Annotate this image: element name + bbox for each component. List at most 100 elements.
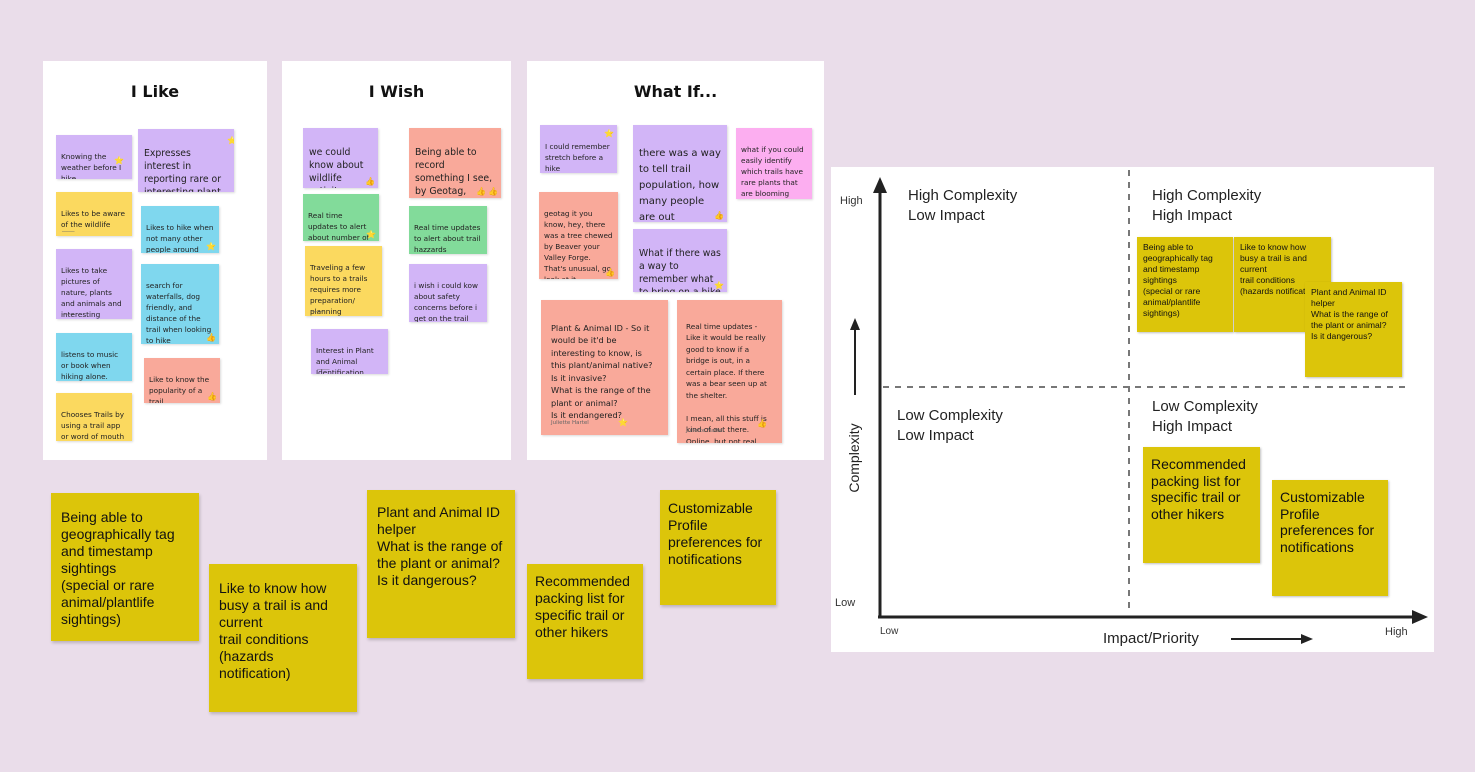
synth-note-packing-list[interactable]: Recommended packing list for specific tr… bbox=[527, 564, 643, 679]
sticky-note[interactable]: Chooses Trails by using a trail app or w… bbox=[56, 393, 132, 441]
y-axis-title: Complexity bbox=[846, 423, 862, 493]
sticky-note[interactable]: Traveling a few hours to a trails requir… bbox=[305, 246, 382, 316]
note-text: search for waterfalls, dog friendly, and… bbox=[146, 281, 212, 344]
note-reactions: ⭐ bbox=[618, 418, 628, 427]
note-reactions: ⭐ bbox=[114, 156, 124, 165]
note-signature: _____ bbox=[317, 364, 330, 370]
note-text: Likes to take pictures of nature, plants… bbox=[61, 266, 122, 319]
board-title: I Wish bbox=[368, 82, 425, 101]
note-text: I could remember stretch before a hike bbox=[545, 142, 610, 173]
note-signature: _____ bbox=[311, 306, 324, 312]
matrix-note-profile-prefs[interactable]: Customizable Profile preferences for not… bbox=[1272, 480, 1388, 596]
sticky-note[interactable]: What if there was a way to remember what… bbox=[633, 229, 727, 292]
sticky-note[interactable]: Expresses interest in reporting rare or … bbox=[138, 129, 234, 192]
y-axis-low-label: Low bbox=[835, 597, 856, 609]
star-icon: ⭐ bbox=[227, 136, 234, 145]
sticky-note[interactable]: there was a way to tell trail population… bbox=[633, 125, 727, 222]
matrix-note-plant-animal-id[interactable]: Plant and Animal ID helper What is the r… bbox=[1305, 282, 1402, 377]
x-axis-arrowhead bbox=[1412, 610, 1428, 624]
star-icon: ⭐ bbox=[604, 129, 614, 138]
star-icon: ⭐ bbox=[366, 230, 376, 239]
matrix-axes bbox=[850, 170, 1428, 644]
sticky-note[interactable]: Real time updates to alert about trail h… bbox=[409, 206, 487, 254]
note-text: Knowing the weather before I hike bbox=[61, 152, 122, 179]
sticky-note[interactable]: geotag it you know, hey, there was a tre… bbox=[539, 192, 618, 279]
sticky-note[interactable]: i wish i could kow about safety concerns… bbox=[409, 264, 487, 322]
note-text: what if you could easily identify which … bbox=[741, 145, 804, 198]
thumbs-up-icon: 👍 bbox=[206, 333, 216, 342]
synth-note-trail-busy[interactable]: Like to know how busy a trail is and cur… bbox=[209, 564, 357, 712]
sticky-note[interactable]: listens to music or book when hiking alo… bbox=[56, 333, 132, 381]
x-axis-high-label: High bbox=[1385, 626, 1408, 638]
sticky-note[interactable]: Likes to take pictures of nature, plants… bbox=[56, 249, 132, 319]
note-text: Traveling a few hours to a trails requir… bbox=[310, 263, 368, 316]
note-reactions: 👍 bbox=[714, 211, 724, 220]
sticky-note[interactable]: Like to know the popularity of a trail 👍 bbox=[144, 358, 220, 403]
board-title: What If... bbox=[633, 82, 718, 101]
note-text: Chooses Trails by using a trail app or w… bbox=[61, 410, 125, 441]
sticky-note[interactable]: I could remember stretch before a hike ⭐ bbox=[540, 125, 617, 173]
sticky-note[interactable]: search for waterfalls, dog friendly, and… bbox=[141, 264, 219, 344]
note-reactions: 👍👍 bbox=[476, 187, 498, 196]
board-i-wish: I Wish we could know about wildlife acti… bbox=[282, 61, 511, 460]
thumbs-up-icon: 👍 bbox=[207, 392, 217, 401]
y-axis-arrowhead bbox=[873, 177, 887, 193]
note-text: i wish i could kow about safety concerns… bbox=[414, 281, 478, 322]
thumbs-up-icon: 👍 bbox=[488, 187, 498, 196]
note-reactions: 👍 bbox=[207, 392, 217, 401]
sticky-note[interactable]: we could know about wildlife activity 👍 bbox=[303, 128, 378, 188]
y-axis-high-label: High bbox=[840, 195, 863, 207]
impact-arrow-head bbox=[1301, 634, 1313, 644]
board-title: I Like bbox=[130, 82, 180, 101]
note-reactions: ⭐ bbox=[366, 230, 376, 239]
sticky-note[interactable]: Real time updates to alert about number … bbox=[303, 194, 379, 241]
note-signature: Juliette Hartel bbox=[551, 420, 589, 426]
matrix-note-packing-list[interactable]: Recommended packing list for specific tr… bbox=[1143, 447, 1260, 563]
synth-note-plant-animal-id[interactable]: Plant and Animal ID helper What is the r… bbox=[367, 490, 515, 638]
thumbs-up-icon: 👍 bbox=[714, 211, 724, 220]
synth-note-geotag[interactable]: Being able to geographically tag and tim… bbox=[51, 493, 199, 641]
note-reactions: ⭐ bbox=[604, 129, 614, 138]
note-reactions: 👍 bbox=[365, 177, 375, 186]
note-text: Real time updates - Like it would be rea… bbox=[686, 321, 767, 444]
note-text: Expresses interest in reporting rare or … bbox=[144, 148, 222, 192]
sticky-note[interactable]: Knowing the weather before I hike ⭐ bbox=[56, 135, 132, 179]
quadrant-label-high-complexity-low-impact: High Complexity Low Impact bbox=[908, 187, 1018, 224]
sticky-note[interactable]: what if you could easily identify which … bbox=[736, 128, 812, 199]
sticky-note[interactable]: Likes to be aware of the wildlife _____ bbox=[56, 192, 132, 236]
note-reactions: 👍 bbox=[605, 268, 615, 277]
note-text: geotag it you know, hey, there was a tre… bbox=[544, 209, 613, 279]
note-text: we could know about wildlife activity bbox=[309, 147, 364, 188]
note-reactions: ⭐ bbox=[714, 281, 724, 290]
star-icon: ⭐ bbox=[714, 281, 724, 290]
note-text: Likes to hike when not many other people… bbox=[146, 223, 214, 253]
x-axis-low-label: Low bbox=[880, 626, 899, 637]
sticky-note[interactable]: Interest in Plant and Animal Identificat… bbox=[311, 329, 388, 374]
note-signature: Juliette Hartel bbox=[686, 428, 724, 434]
note-text: Real time updates to alert about trail h… bbox=[414, 223, 481, 254]
thumbs-up-icon: 👍 bbox=[757, 419, 767, 428]
sticky-note[interactable]: Real time updates - Like it would be rea… bbox=[677, 300, 782, 443]
matrix-note-geotag[interactable]: Being able to geographically tag and tim… bbox=[1137, 237, 1233, 332]
thumbs-up-icon: 👍 bbox=[605, 268, 615, 277]
sticky-note[interactable]: Plant & Animal ID - So it would be it'd … bbox=[541, 300, 668, 435]
quadrant-label-high-complexity-high-impact: High Complexity High Impact bbox=[1152, 187, 1262, 224]
quadrant-label-low-complexity-low-impact: Low Complexity Low Impact bbox=[897, 407, 1003, 444]
note-reactions: ⭐ bbox=[206, 242, 216, 251]
thumbs-up-icon: 👍 bbox=[365, 177, 375, 186]
board-i-like: I Like Knowing the weather before I hike… bbox=[43, 61, 267, 460]
note-text: What if there was a way to remember what… bbox=[639, 248, 721, 292]
complexity-arrow-head bbox=[850, 318, 860, 330]
star-icon: ⭐ bbox=[618, 418, 628, 427]
sticky-note[interactable]: Likes to hike when not many other people… bbox=[141, 206, 219, 253]
note-signature: _____ bbox=[62, 309, 75, 315]
star-icon: ⭐ bbox=[114, 156, 124, 165]
board-what-if: What If... I could remember stretch befo… bbox=[527, 61, 824, 460]
priority-matrix: High Low Low High Complexity Impact/Prio… bbox=[831, 167, 1434, 652]
synth-note-profile-prefs[interactable]: Customizable Profile preferences for not… bbox=[660, 490, 776, 605]
note-text: Interest in Plant and Animal Identificat… bbox=[316, 346, 374, 374]
note-text: Like to know the popularity of a trail bbox=[149, 375, 210, 403]
note-reactions: 👍 bbox=[206, 333, 216, 342]
sticky-note[interactable]: Being able to record something I see, by… bbox=[409, 128, 501, 198]
star-icon: ⭐ bbox=[206, 242, 216, 251]
